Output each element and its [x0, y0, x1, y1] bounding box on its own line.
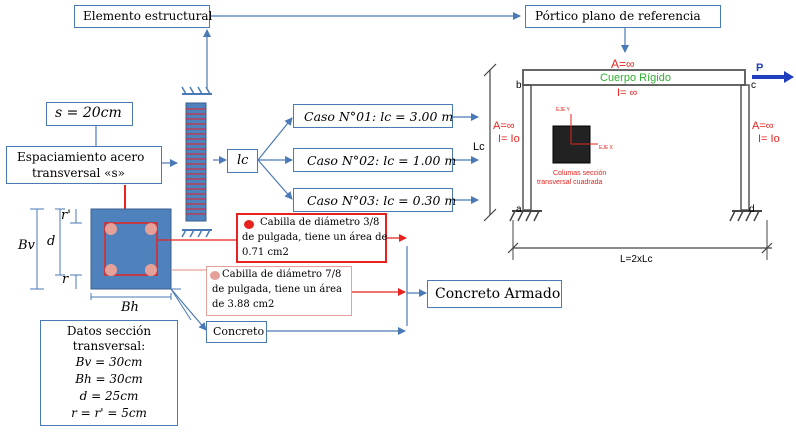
concreto-label: Concreto	[213, 325, 265, 338]
frame-load-p: P	[756, 62, 764, 74]
concreto-armado-label: Concreto Armado	[435, 286, 561, 302]
d-dim-label: d	[47, 234, 56, 249]
cross-section-drawing	[30, 185, 192, 321]
concreto-box: Concreto	[206, 321, 267, 343]
portico-box: Pórtico plano de referencia	[525, 5, 721, 28]
espaciamiento-line-2: transversal «s»	[32, 166, 126, 180]
top-connectors	[95, 12, 629, 204]
cabilla-78-line-2: de pulgada, tiene un área	[212, 284, 342, 295]
portico-label: Pórtico plano de referencia	[535, 9, 701, 23]
cabilla-38-line-2: de pulgada, tiene un área de	[242, 232, 388, 243]
cabilla-78-line-3: de 3.88 cm2	[212, 299, 275, 310]
s-value-label: s = 20cm	[55, 105, 122, 121]
structural-column-drawing	[181, 86, 212, 238]
columnas-line-1: Columas sección	[553, 170, 607, 177]
cabilla-78-marker	[210, 271, 220, 280]
portico-frame-drawing	[483, 63, 794, 260]
frame-lc-label: Lc	[473, 141, 485, 153]
datos-bh: Bh = 30cm	[75, 372, 143, 386]
r-prime-dim-label: r'	[61, 208, 71, 223]
caso-01-box: Caso N°01: lc = 3.00 m	[293, 104, 453, 128]
s-value-box: s = 20cm	[46, 102, 133, 126]
frame-a-top: A=∞	[611, 57, 635, 71]
datos-title-2: transversal:	[72, 339, 146, 353]
axis-y-label: EJE Y	[556, 107, 570, 113]
cabilla-38-line-1: Cabilla de diámetro 3/8	[260, 217, 380, 228]
lc-label: lc	[237, 153, 249, 168]
datos-bv: Bv = 30cm	[75, 355, 143, 369]
caso-03-label: Caso N°03: lc = 0.30 m	[307, 193, 457, 208]
frame-a-right: A=∞	[752, 120, 774, 132]
cabilla-38-box: Cabilla de diámetro 3/8 de pulgada, tien…	[236, 213, 387, 263]
espaciamiento-box: Espaciamiento acero transversal «s»	[6, 146, 162, 184]
concreto-armado-box: Concreto Armado	[427, 280, 562, 308]
frame-a-left: A=∞	[493, 120, 515, 132]
frame-node-b: b	[516, 80, 522, 91]
frame-cuerpo-rigido: Cuerpo Rígido	[600, 72, 671, 84]
columnas-line-2: transversal cuadrada	[537, 179, 603, 186]
datos-d: d = 25cm	[79, 389, 139, 403]
axis-x-label: EJE X	[599, 145, 613, 151]
bv-dim-label: Bv	[18, 238, 35, 253]
frame-i-top: I= ∞	[617, 87, 638, 99]
lc-box: lc	[227, 149, 258, 173]
r-dim-label: r	[62, 272, 69, 287]
frame-node-c: c	[751, 80, 756, 91]
datos-r: r = r' = 5cm	[71, 406, 147, 420]
caso-02-box: Caso N°02: lc = 1.00 m	[293, 148, 457, 172]
frame-node-d: d	[749, 204, 755, 215]
frame-node-a: a	[516, 204, 522, 215]
caso-01-label: Caso N°01: lc = 3.00 m	[304, 109, 454, 124]
elemento-estructural-label: Elemento estructural	[83, 9, 213, 23]
datos-title-1: Datos sección	[66, 324, 152, 338]
datos-seccion-box: Datos sección transversal: Bv = 30cm Bh …	[40, 320, 178, 426]
frame-i-right: I= Io	[758, 133, 780, 145]
espaciamiento-line-1: Espaciamiento acero	[17, 150, 145, 164]
bh-dim-label: Bh	[121, 300, 139, 315]
caso-02-label: Caso N°02: lc = 1.00 m	[307, 153, 457, 168]
cabilla-78-box: Cabilla de diámetro 7/8 de pulgada, tien…	[206, 266, 352, 316]
cabilla-78-line-1: Cabilla de diámetro 7/8	[222, 269, 342, 280]
frame-i-left: I= Io	[498, 133, 520, 145]
elemento-estructural-box: Elemento estructural	[74, 5, 213, 28]
cabilla-38-marker	[244, 220, 254, 229]
caso-03-box: Caso N°03: lc = 0.30 m	[293, 188, 457, 212]
section-connectors	[157, 234, 427, 335]
frame-span-label: L=2xLc	[620, 254, 653, 265]
cabilla-38-line-3: 0.71 cm2	[242, 247, 289, 258]
